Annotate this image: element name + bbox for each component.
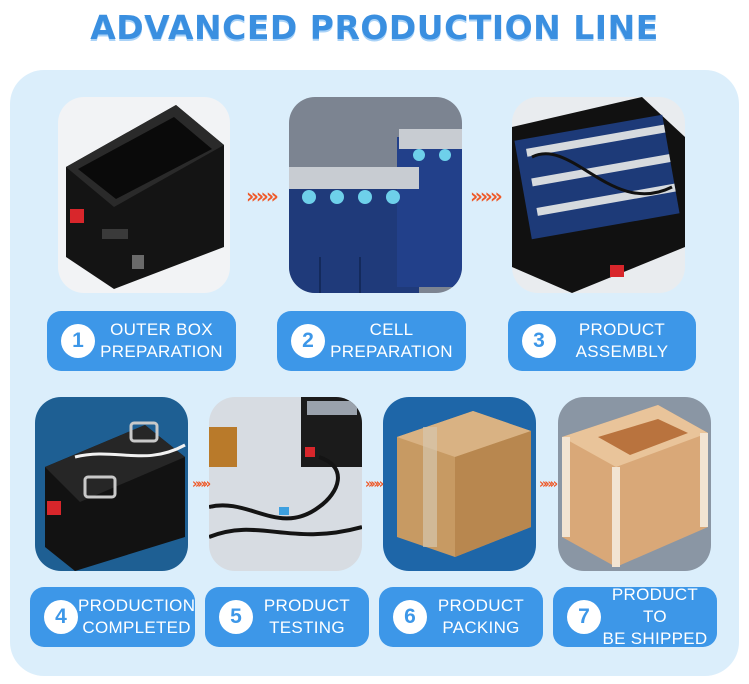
step-number: 7 (567, 600, 601, 634)
step-title: OUTER BOX (110, 320, 213, 339)
step-1-label: 1 OUTER BOX PREPARATION (47, 311, 236, 371)
step-title: PRODUCT TO (611, 585, 699, 626)
testing-photo (209, 397, 362, 571)
assembly-photo (512, 97, 685, 293)
step-number: 2 (291, 324, 325, 358)
outer-box-photo (58, 97, 230, 293)
step-number: 5 (219, 600, 253, 634)
step-title: PRODUCT (437, 596, 525, 615)
arrow-icon: »»» (365, 477, 384, 492)
step-4-label: 4 PRODUCTION COMPLETED (30, 587, 195, 647)
step-subtitle: BE SHIPPED (602, 629, 708, 648)
step-title: PRODUCT (263, 596, 351, 615)
arrow-icon: »»» (539, 477, 558, 492)
cell-photo (289, 97, 462, 293)
step-number: 6 (393, 600, 427, 634)
arrow-icon: »»» (470, 184, 503, 208)
page-title: ADVANCED PRODUCTION LINE (90, 8, 659, 47)
step-3-label: 3 PRODUCT ASSEMBLY (508, 311, 696, 371)
production-completed-photo (35, 397, 188, 571)
arrow-icon: »»» (246, 184, 279, 208)
step-title: PRODUCTION (78, 596, 196, 615)
step-subtitle: PREPARATION (100, 342, 223, 361)
step-subtitle: COMPLETED (82, 618, 191, 637)
step-number: 3 (522, 324, 556, 358)
step-2-label: 2 CELL PREPARATION (277, 311, 466, 371)
step-title: CELL (369, 320, 414, 339)
step-6-label: 6 PRODUCT PACKING (379, 587, 543, 647)
step-number: 4 (44, 600, 78, 634)
shipping-crate-photo (558, 397, 711, 571)
arrow-icon: »»» (192, 477, 211, 492)
step-7-label: 7 PRODUCT TO BE SHIPPED (553, 585, 717, 648)
step-number: 1 (61, 324, 95, 358)
step-subtitle: ASSEMBLY (575, 342, 669, 361)
packing-photo (383, 397, 536, 571)
step-title: PRODUCT (578, 320, 666, 339)
step-subtitle: PREPARATION (330, 342, 453, 361)
step-5-label: 5 PRODUCT TESTING (205, 587, 369, 647)
step-subtitle: TESTING (269, 618, 345, 637)
step-subtitle: PACKING (442, 618, 520, 637)
